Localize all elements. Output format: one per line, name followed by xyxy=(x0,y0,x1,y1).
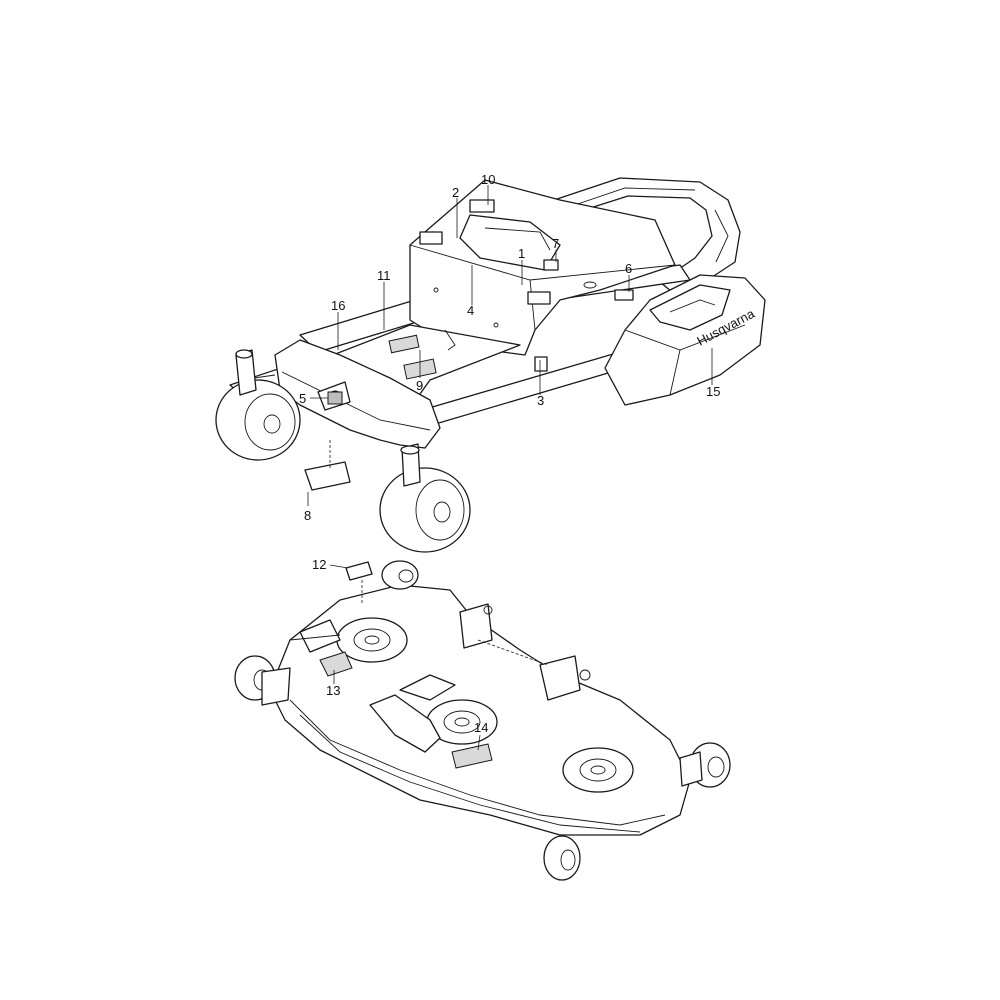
left-rear-wheel xyxy=(215,349,301,461)
leader-lines xyxy=(307,185,713,751)
callout-12: 12 xyxy=(312,557,326,572)
deck-wheel-right xyxy=(679,742,731,788)
spindle-left xyxy=(336,617,408,663)
chassis-assembly: Husqvarna xyxy=(215,177,766,553)
callout-11: 11 xyxy=(377,268,391,283)
spindle-right xyxy=(562,747,634,793)
callout-16: 16 xyxy=(331,298,345,313)
callout-9: 9 xyxy=(416,378,423,393)
callout-2: 2 xyxy=(452,185,459,200)
callout-13: 13 xyxy=(326,683,340,698)
deck-hangers xyxy=(459,603,591,701)
callout-15: 15 xyxy=(706,384,720,399)
mower-deck-assembly xyxy=(234,560,731,881)
callout-4: 4 xyxy=(467,303,474,318)
callout-3: 3 xyxy=(537,393,544,408)
callout-labels: 1 2 3 4 5 6 7 8 9 10 11 12 13 14 15 16 xyxy=(299,172,720,735)
side-fender: Husqvarna xyxy=(604,274,766,406)
deck-wheel-rear xyxy=(381,560,419,590)
callout-6: 6 xyxy=(625,261,632,276)
front-caster-wheel xyxy=(379,443,471,553)
deck-wheel-left xyxy=(234,655,291,706)
spindle-center xyxy=(426,699,498,745)
callout-5: 5 xyxy=(299,391,306,406)
rear-handle-frame xyxy=(547,177,741,293)
callout-14: 14 xyxy=(474,720,488,735)
front-bumper xyxy=(239,339,441,449)
deck-wheel-front xyxy=(543,835,581,881)
callout-8: 8 xyxy=(304,508,311,523)
callout-10: 10 xyxy=(481,172,495,187)
decal-shapes xyxy=(304,391,351,491)
callout-7: 7 xyxy=(552,236,559,251)
callout-1: 1 xyxy=(518,246,525,261)
